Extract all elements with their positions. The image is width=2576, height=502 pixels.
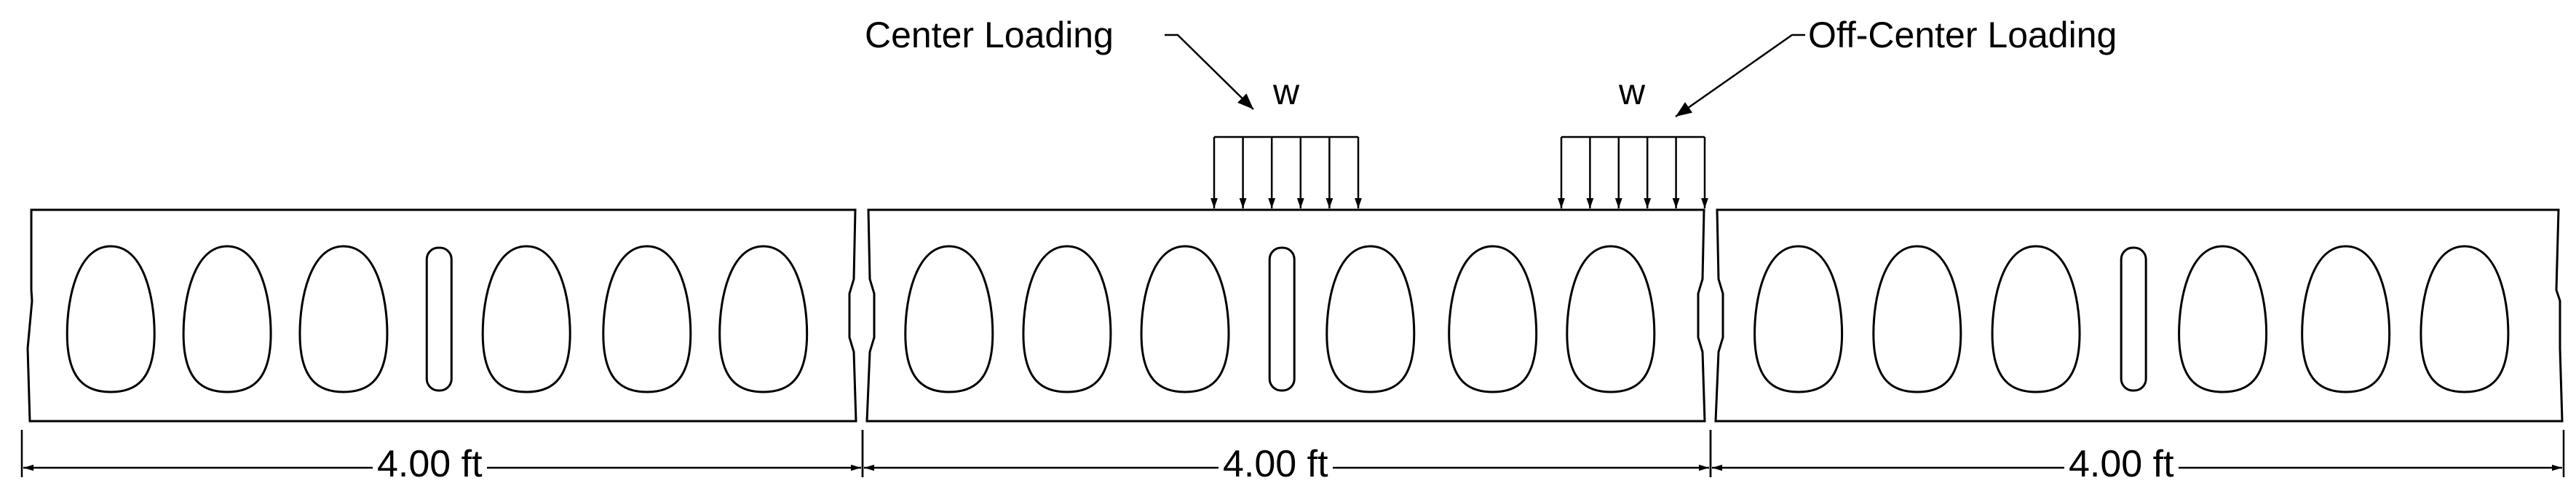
plank-1-slot-core <box>425 246 453 392</box>
plank-3-void-core <box>1991 245 2081 393</box>
off-center-distributed-load <box>1558 136 1708 208</box>
plank-3-void-core <box>2301 245 2391 393</box>
plank-3-outline <box>1714 208 2564 423</box>
plank-2-slot-core <box>1268 246 1296 392</box>
plank-2-void-core <box>1325 245 1416 393</box>
plank-1-void-core <box>298 245 389 393</box>
plank-2-width-label: 4.00 ft <box>1218 445 1333 483</box>
off-center-loading-label: Off-Center Loading <box>1808 15 2117 55</box>
plank-3-width-label: 4.00 ft <box>2064 445 2179 483</box>
plank-3-void-core <box>2420 245 2510 393</box>
plank-1-void-core <box>66 245 156 393</box>
off-center-load-symbol: w <box>1619 71 1646 112</box>
plank-1-void-core <box>718 245 809 393</box>
plank-2-outline <box>865 208 1706 423</box>
plank-1-void-core <box>602 245 692 393</box>
center-distributed-load <box>1210 136 1362 208</box>
plank-2-void-core <box>1022 245 1112 393</box>
plank-2-void-core <box>1140 245 1230 393</box>
plank-3-slot-core <box>2120 246 2147 392</box>
center-load-symbol: w <box>1273 71 1300 112</box>
plank-1-width-label: 4.00 ft <box>373 445 487 483</box>
plank-2-void-core <box>904 245 994 393</box>
off-center-loading-leader <box>1675 34 1805 118</box>
plank-2-void-core <box>1566 245 1656 393</box>
plank-1-void-core <box>182 245 272 393</box>
center-loading-label: Center Loading <box>865 15 1114 55</box>
plank-3-void-core <box>1753 245 1844 393</box>
plank-1-void-core <box>481 245 571 393</box>
center-loading-leader <box>1165 34 1254 110</box>
plank-1-outline <box>26 208 857 423</box>
plank-3-void-core <box>2178 245 2268 393</box>
plank-3-void-core <box>1872 245 1962 393</box>
plank-2-void-core <box>1448 245 1538 393</box>
